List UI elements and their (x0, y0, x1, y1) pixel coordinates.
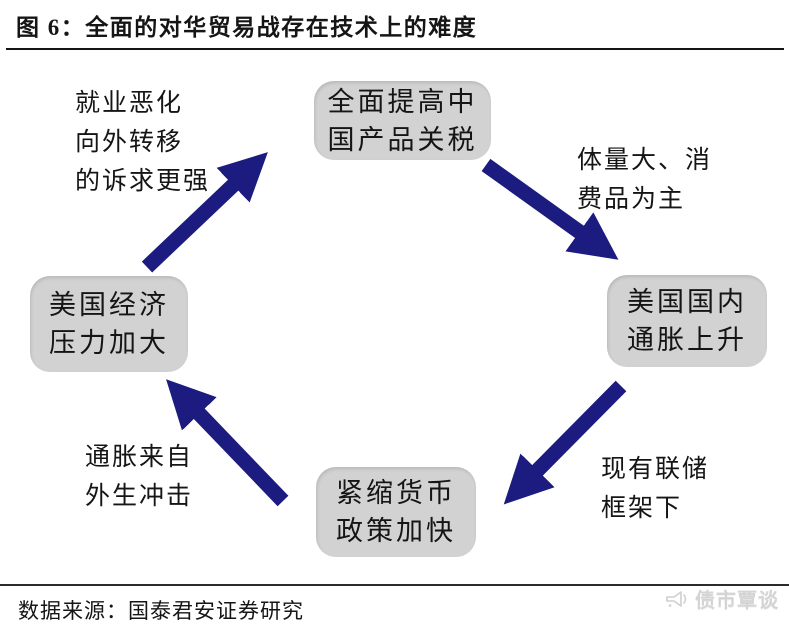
node-monetary-tightening: 紧缩货币 政策加快 (316, 467, 476, 557)
node-line: 政策加快 (336, 516, 456, 546)
arrow-left-to-top (141, 152, 268, 273)
figure-title: 图 6：全面的对华贸易战存在技术上的难度 (16, 15, 478, 40)
arrow-right-to-bottom (503, 380, 627, 505)
label-line: 通胀来自 (85, 444, 194, 471)
node-line: 美国国内 (627, 287, 747, 317)
node-us-economy-pressure: 美国经济 压力加大 (30, 276, 188, 372)
label-employment-worsens: 就业恶化 向外转移 的诉求更强 (75, 84, 210, 201)
data-source-label: 数据来源：国泰君安证券研究 (18, 599, 304, 623)
label-large-volume-consumer-goods: 体量大、消 费品为主 (577, 141, 712, 219)
node-line: 压力加大 (49, 328, 169, 358)
label-line: 向外转移 (75, 129, 184, 156)
footer-divider (0, 584, 789, 586)
label-line: 体量大、消 (577, 147, 713, 174)
watermark-label: 债市覃谈 (695, 590, 779, 612)
label-line: 现有联储 (601, 456, 710, 483)
label-line: 框架下 (601, 495, 683, 522)
label-line: 的诉求更强 (75, 168, 211, 195)
label-line: 费品为主 (577, 186, 686, 213)
node-line: 美国经济 (49, 290, 169, 320)
node-raise-tariffs: 全面提高中 国产品关税 (314, 81, 491, 160)
arrow-top-to-right (481, 158, 619, 260)
label-exogenous-inflation-shock: 通胀来自 外生冲击 (85, 438, 193, 516)
watermark: 债市覃谈 (664, 584, 779, 613)
node-line: 通胀上升 (627, 325, 747, 355)
title-underline (6, 48, 784, 50)
node-line: 国产品关税 (327, 124, 478, 155)
label-current-fed-framework: 现有联储 框架下 (601, 450, 709, 528)
node-us-inflation: 美国国内 通胀上升 (607, 275, 767, 367)
megaphone-icon (666, 590, 687, 607)
node-line: 全面提高中 (327, 86, 478, 117)
node-line: 紧缩货币 (336, 478, 456, 508)
label-line: 外生冲击 (85, 483, 194, 510)
arrow-bottom-to-left (166, 379, 289, 507)
label-line: 就业恶化 (75, 90, 184, 117)
